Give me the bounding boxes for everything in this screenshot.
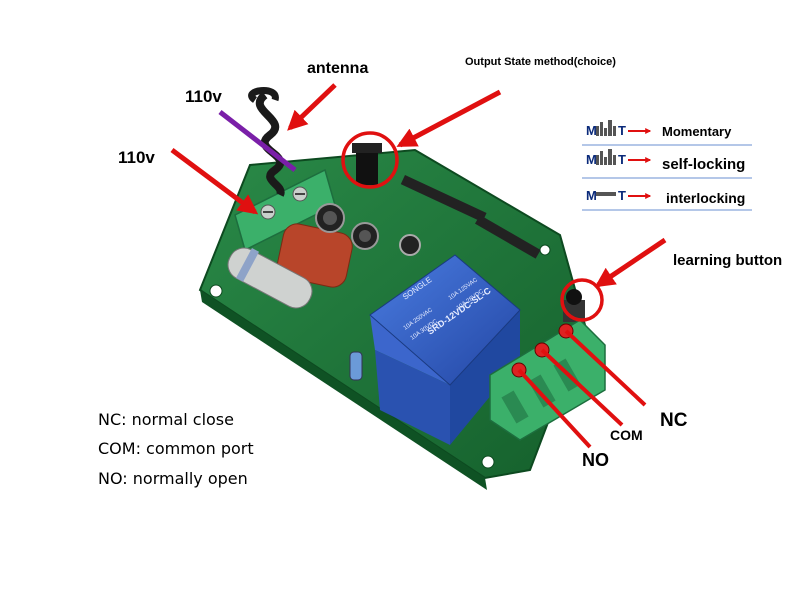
power-top-label: 110v: [185, 87, 222, 106]
momentary-waveform-icon: [596, 120, 652, 136]
output-state-label: Output State method(choice): [465, 56, 616, 68]
antenna-label: antenna: [307, 60, 369, 77]
legend-com: COM: common port: [98, 439, 254, 458]
relay: SONGLE SRD-12VDC-SL-C 10A 250VAC 10A 30V…: [369, 254, 521, 445]
power-terminal-block: [234, 168, 336, 252]
mount-hole: [209, 284, 223, 298]
nc-pointer-line: [564, 329, 647, 407]
com-pointer-line: [540, 348, 624, 427]
mode-t-letter: T: [618, 188, 626, 203]
power-top-arrow: [218, 110, 297, 172]
button-highlight-ring: [560, 278, 604, 322]
nc-label: NC: [660, 410, 688, 431]
power-left-arrow: [170, 147, 259, 215]
no-pointer-line: [517, 368, 592, 449]
mode-self-locking-name: self-locking: [662, 156, 746, 173]
power-resistor: [227, 247, 313, 309]
antenna-arrow: [287, 83, 337, 131]
mode-t-letter: T: [618, 123, 626, 138]
electrolytic-capacitors: [315, 203, 421, 256]
mode-momentary-name: Momentary: [662, 124, 732, 139]
mode-m-letter: M: [586, 123, 597, 138]
header-pins: [400, 175, 541, 259]
learning-button-label: learning button: [673, 252, 783, 269]
no-label: NO: [582, 450, 609, 470]
mode-m-letter: M: [586, 188, 597, 203]
self-locking-waveform-icon: [596, 149, 652, 165]
mount-hole: [539, 244, 551, 256]
interlocking-waveform-icon: [596, 192, 652, 199]
legend-nc: NC: normal close: [98, 410, 234, 429]
mode-t-letter: T: [618, 152, 626, 167]
output-state-arrow: [396, 89, 502, 148]
mode-interlocking-name: interlocking: [666, 190, 746, 206]
mode-m-letter: M: [586, 152, 597, 167]
legend-no: NO: normally open: [98, 469, 248, 488]
jumper-highlight-ring: [341, 131, 399, 189]
output-state-jumper: [352, 143, 382, 185]
relay-top: [369, 254, 521, 386]
learning-button-arrow: [594, 237, 667, 288]
small-resistor: [349, 351, 363, 381]
mount-hole: [481, 455, 495, 469]
power-left-label: 110v: [118, 148, 155, 167]
com-label: COM: [610, 427, 643, 443]
pcb-edge: [200, 290, 487, 490]
